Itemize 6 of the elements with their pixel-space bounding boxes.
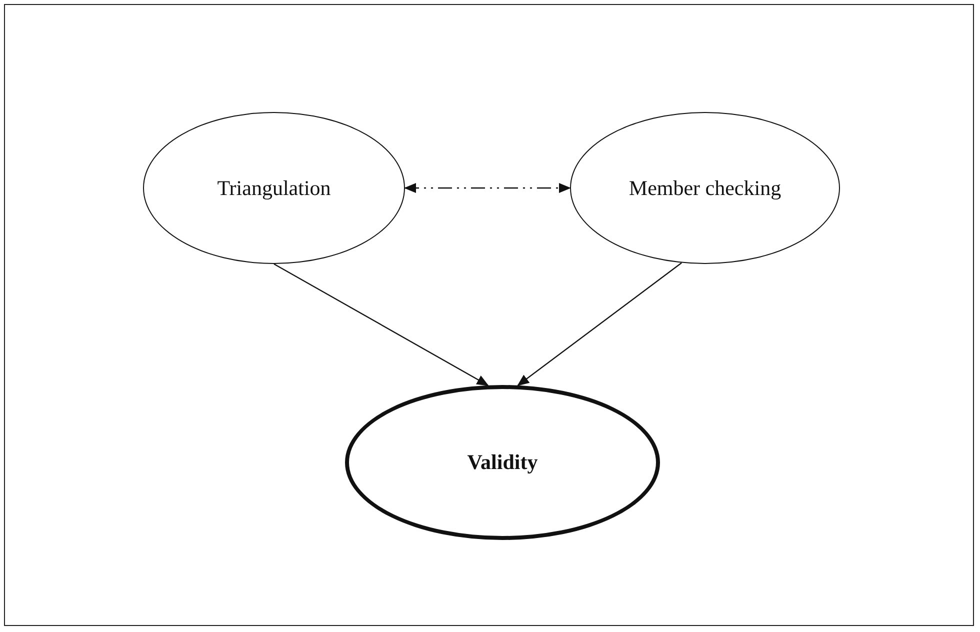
node-label: Validity: [467, 450, 538, 475]
arrow: [517, 262, 682, 386]
node-label: Member checking: [628, 176, 782, 200]
node-label: Triangulation: [217, 176, 331, 200]
arrow: [404, 183, 571, 193]
arrow: [274, 263, 489, 386]
